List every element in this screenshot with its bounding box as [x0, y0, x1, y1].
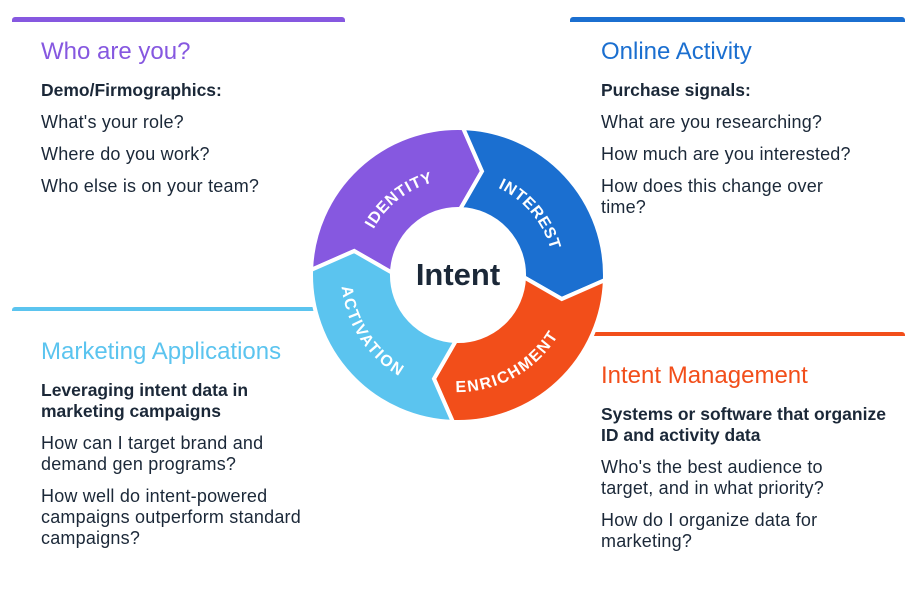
who-accent-bar — [12, 17, 345, 22]
section-heading: Systems or software that organize ID and… — [601, 404, 886, 445]
management-accent-line — [588, 332, 905, 336]
segment-enrichment — [431, 273, 608, 424]
segment-interest — [456, 125, 607, 302]
section-title: Marketing Applications — [41, 338, 282, 365]
segment-activation — [309, 248, 460, 425]
question: Who else is on your team? — [41, 176, 260, 196]
question: Who's the best audience to target, and i… — [601, 457, 824, 498]
online-accent-bar — [570, 17, 905, 22]
section-title: Who are you? — [41, 38, 191, 65]
question: Where do you work? — [41, 144, 210, 164]
who-are-you-section: Who are you? Demo/Firmographics: What's … — [41, 38, 341, 208]
question: How well do intent-powered campaigns out… — [41, 486, 301, 548]
question: How does this change over time? — [601, 176, 824, 217]
question: What are you researching? — [601, 112, 823, 132]
section-title: Online Activity — [601, 38, 752, 65]
online-activity-section: Online Activity Purchase signals: What a… — [601, 38, 891, 229]
marketing-applications-section: Marketing Applications Leveraging intent… — [41, 338, 316, 560]
marketing-accent-line — [12, 307, 317, 311]
section-heading: Purchase signals: — [601, 80, 751, 100]
question: How much are you interested? — [601, 144, 851, 164]
center-label: Intent — [416, 257, 500, 292]
section-heading: Leveraging intent data in marketing camp… — [41, 380, 249, 421]
question: How do I organize data for marketing? — [601, 510, 818, 551]
intent-management-section: Intent Management Systems or software th… — [601, 362, 891, 563]
question: What's your role? — [41, 112, 184, 132]
question: How can I target brand and demand gen pr… — [41, 433, 264, 474]
section-heading: Demo/Firmographics: — [41, 80, 222, 100]
section-title: Intent Management — [601, 362, 808, 389]
segment-identity — [308, 126, 485, 277]
